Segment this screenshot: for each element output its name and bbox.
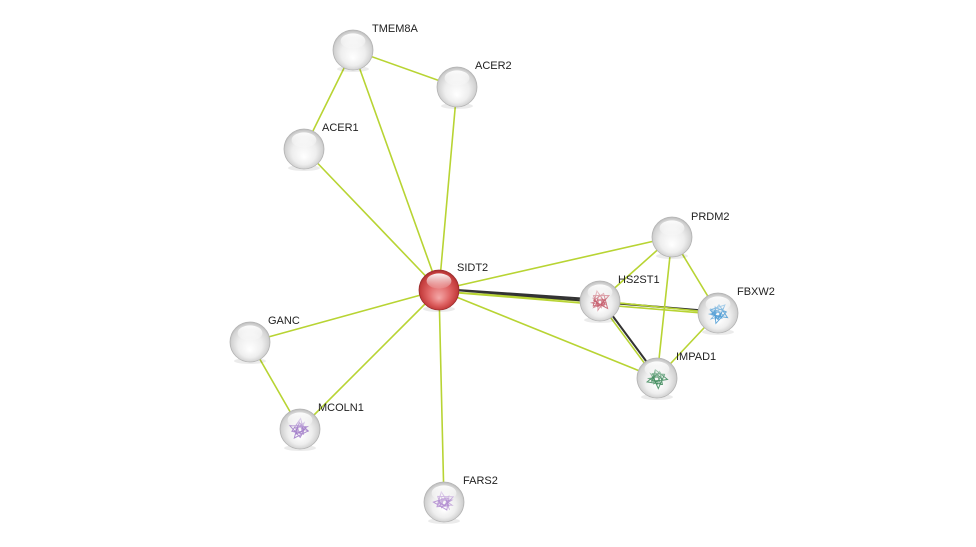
edge-acer2-sidt2[interactable] bbox=[438, 86, 458, 291]
edge-line-textmining bbox=[438, 86, 458, 291]
node-label: SIDT2 bbox=[457, 262, 488, 274]
edge-sidt2-fars2[interactable] bbox=[438, 289, 445, 503]
node-ganc[interactable]: GANC bbox=[229, 315, 300, 364]
node-gloss bbox=[705, 296, 731, 312]
node-impad1[interactable]: IMPAD1 bbox=[636, 351, 716, 400]
node-acer1[interactable]: ACER1 bbox=[283, 122, 359, 171]
node-acer2[interactable]: ACER2 bbox=[436, 60, 512, 109]
node-prdm2[interactable]: PRDM2 bbox=[651, 211, 730, 259]
edge-line-textmining bbox=[438, 236, 673, 291]
edge-tmem8a-sidt2[interactable] bbox=[352, 49, 440, 291]
edge-sidt2-ganc[interactable] bbox=[249, 289, 440, 343]
node-fbxw2[interactable]: FBXW2 bbox=[697, 286, 775, 335]
edge-sidt2-prdm2[interactable] bbox=[438, 236, 673, 291]
edges-layer bbox=[249, 49, 720, 503]
node-gloss bbox=[587, 284, 613, 300]
node-label: MCOLN1 bbox=[318, 402, 364, 414]
node-tmem8a[interactable]: TMEM8A bbox=[332, 23, 419, 72]
edge-line-textmining bbox=[438, 290, 719, 316]
edge-line-textmining bbox=[438, 289, 445, 503]
node-mcoln1[interactable]: MCOLN1 bbox=[279, 402, 364, 451]
edge-line-textmining bbox=[352, 49, 440, 291]
edge-sidt2-mcoln1[interactable] bbox=[299, 289, 440, 430]
node-label: ACER2 bbox=[475, 60, 512, 72]
node-label: FBXW2 bbox=[737, 286, 775, 298]
edge-sidt2-impad1[interactable] bbox=[438, 289, 658, 379]
node-gloss bbox=[659, 220, 685, 236]
node-label: PRDM2 bbox=[691, 211, 730, 223]
node-label: FARS2 bbox=[463, 475, 498, 487]
node-label: TMEM8A bbox=[372, 23, 419, 35]
node-fars2[interactable]: FARS2 bbox=[423, 475, 498, 524]
node-label: GANC bbox=[268, 315, 300, 327]
node-label: HS2ST1 bbox=[618, 274, 660, 286]
node-gloss bbox=[426, 273, 452, 289]
edge-line-textmining bbox=[303, 148, 440, 291]
edge-line-textmining bbox=[249, 289, 440, 343]
node-gloss bbox=[644, 361, 670, 377]
node-label: IMPAD1 bbox=[676, 351, 716, 363]
node-label: ACER1 bbox=[322, 122, 359, 134]
node-sidt2[interactable]: SIDT2 bbox=[418, 262, 488, 312]
nodes-layer: SIDT2 TMEM8A ACER2ACER1PRDM2HS2ST1FBXW2IMP… bbox=[229, 23, 775, 524]
edge-acer1-sidt2[interactable] bbox=[303, 148, 440, 291]
node-gloss bbox=[444, 70, 470, 86]
node-gloss bbox=[237, 325, 263, 341]
node-hs2st1[interactable]: HS2ST1 bbox=[579, 274, 660, 323]
node-gloss bbox=[291, 132, 317, 148]
node-gloss bbox=[340, 33, 366, 49]
edge-line-textmining bbox=[438, 289, 658, 379]
node-gloss bbox=[287, 412, 313, 428]
node-gloss bbox=[431, 485, 457, 501]
edge-line-textmining bbox=[299, 289, 440, 430]
